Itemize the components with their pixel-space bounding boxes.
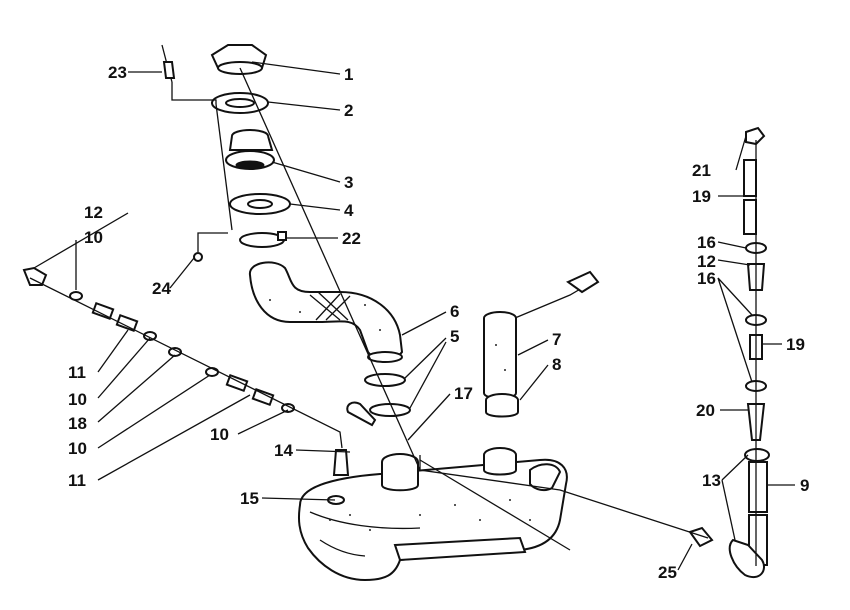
callout-23: 23 <box>108 63 127 82</box>
callout-21: 21 <box>692 161 711 180</box>
callout-1: 1 <box>344 65 353 84</box>
callout-12-b: 12 <box>697 252 716 271</box>
filler-cap-stack <box>210 44 291 248</box>
callout-13: 13 <box>702 471 721 490</box>
callout-19-b: 19 <box>786 335 805 354</box>
callout-6: 6 <box>450 302 459 321</box>
callout-14: 14 <box>274 441 293 460</box>
callout-17: 17 <box>454 384 473 403</box>
left-fuel-line <box>22 266 350 476</box>
callout-16-a: 16 <box>697 233 716 252</box>
callout-18: 18 <box>68 414 87 433</box>
callout-16-b: 16 <box>697 269 716 288</box>
assembly-axes <box>239 67 571 551</box>
callout-9: 9 <box>800 476 809 495</box>
callout-2: 2 <box>344 101 353 120</box>
sending-unit <box>483 270 600 418</box>
vent-fitting <box>161 44 233 262</box>
callout-20: 20 <box>696 401 715 420</box>
callout-24: 24 <box>152 279 171 298</box>
callout-7: 7 <box>552 330 561 349</box>
callout-10-c: 10 <box>68 439 87 458</box>
filler-hose <box>249 261 404 363</box>
callout-12-a: 12 <box>84 203 103 222</box>
callout-25: 25 <box>658 563 677 582</box>
callout-15: 15 <box>240 489 259 508</box>
callout-3: 3 <box>344 173 353 192</box>
callout-10-a: 10 <box>84 228 103 247</box>
callout-labels: 1 2 3 4 5 6 7 8 9 10 10 10 10 11 11 12 1… <box>68 63 809 582</box>
hose-clamps <box>346 373 411 427</box>
callout-10-d: 10 <box>210 425 229 444</box>
callout-10-b: 10 <box>68 390 87 409</box>
right-fuel-line <box>419 126 770 579</box>
callout-leaders <box>33 61 795 571</box>
callout-4: 4 <box>344 201 354 220</box>
callout-11-a: 11 <box>68 363 86 382</box>
callout-22: 22 <box>342 229 361 248</box>
callout-11-b: 11 <box>68 471 86 490</box>
callout-5: 5 <box>450 327 459 346</box>
callout-8: 8 <box>552 355 561 374</box>
callout-19-a: 19 <box>692 187 711 206</box>
